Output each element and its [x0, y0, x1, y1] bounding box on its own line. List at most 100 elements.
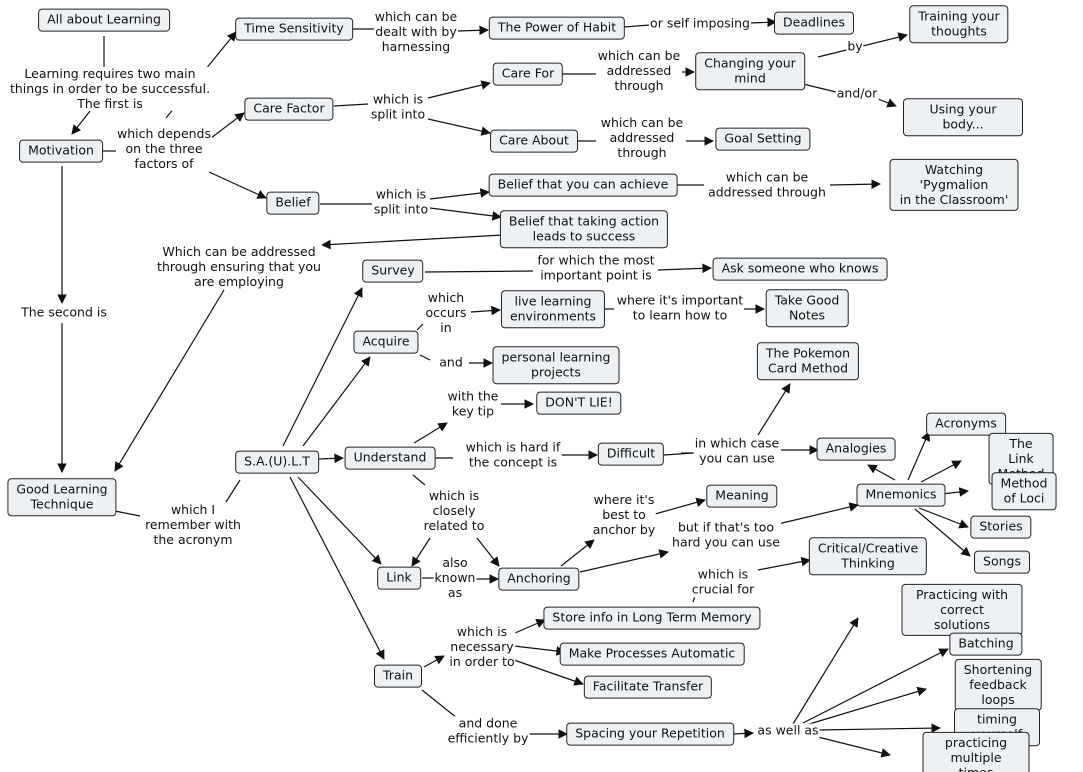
- connector-line: [623, 24, 651, 28]
- concept-make-automatic[interactable]: Make Processes Automatic: [559, 642, 745, 666]
- connector-line: [416, 323, 424, 331]
- concept-method-of-loci[interactable]: Method of Loci: [991, 472, 1057, 510]
- connector-line: [514, 619, 546, 634]
- concept-time-sensitivity[interactable]: Time Sensitivity: [235, 17, 353, 41]
- concept-spacing-repetition[interactable]: Spacing your Repetition: [566, 722, 734, 746]
- link-addressed-through-3: which can be addressed through: [707, 169, 827, 200]
- concept-batching[interactable]: Batching: [949, 632, 1023, 656]
- concept-changing-mind[interactable]: Changing your mind: [695, 52, 805, 90]
- connector-line: [817, 723, 941, 733]
- concept-mnemonics[interactable]: Mnemonics: [856, 483, 946, 507]
- concept-critical-thinking[interactable]: Critical/Creative Thinking: [808, 537, 928, 575]
- concept-salult[interactable]: S.A.(U).L.T: [235, 450, 319, 474]
- connector-line: [317, 453, 344, 464]
- concept-store-info[interactable]: Store info in Long Term Memory: [543, 606, 761, 630]
- connector-line: [419, 354, 431, 361]
- concept-analogies[interactable]: Analogies: [816, 437, 896, 461]
- connector-line: [114, 510, 141, 517]
- link-and-or: and/or: [835, 85, 879, 102]
- link-by: by: [846, 38, 864, 55]
- concept-acquire[interactable]: Acquire: [353, 330, 419, 354]
- concept-good-learning-technique[interactable]: Good Learning Technique: [7, 478, 117, 516]
- concept-difficult[interactable]: Difficult: [597, 442, 665, 466]
- connector-line: [427, 80, 491, 99]
- connector-line: [282, 287, 363, 447]
- concept-belief-action[interactable]: Belief that taking action leads to succe…: [499, 210, 669, 248]
- concept-dont-lie[interactable]: DON'T LIE!: [536, 391, 622, 415]
- concept-meaning[interactable]: Meaning: [706, 484, 778, 508]
- connector-line: [654, 497, 706, 515]
- link-remember-acronym: which I remember with the acronym: [144, 501, 242, 548]
- concept-anchoring[interactable]: Anchoring: [498, 567, 580, 591]
- concept-watching-pygmalion[interactable]: Watching 'Pygmalion in the Classroom': [889, 158, 1019, 212]
- concept-understand[interactable]: Understand: [344, 446, 436, 470]
- connector-line: [829, 179, 881, 189]
- link-done-efficiently: and done efficiently by: [446, 715, 530, 746]
- concept-facilitate-transfer[interactable]: Facilitate Transfer: [583, 675, 713, 699]
- link-in-which-case: in which case you can use: [693, 435, 781, 466]
- connector-line: [429, 207, 502, 221]
- concept-training-thoughts[interactable]: Training your thoughts: [909, 5, 1009, 43]
- link-occurs-in: which occurs in: [424, 289, 468, 336]
- connector-line: [412, 474, 426, 486]
- concept-power-of-habit[interactable]: The Power of Habit: [488, 16, 626, 40]
- connector-line: [289, 476, 385, 660]
- concept-deadlines[interactable]: Deadlines: [774, 11, 854, 35]
- concept-using-body[interactable]: Using your body...: [903, 98, 1023, 136]
- connector-line: [802, 83, 837, 93]
- connector-line: [424, 270, 534, 273]
- connector-line: [918, 507, 969, 529]
- link-split-into-2: which is split into: [372, 186, 430, 217]
- concept-belief-achieve[interactable]: Belief that you can achieve: [488, 173, 678, 197]
- concept-stories[interactable]: Stories: [970, 515, 1032, 539]
- connector-line: [423, 655, 445, 668]
- concept-survey[interactable]: Survey: [362, 259, 424, 283]
- concept-all-about-learning[interactable]: All about Learning: [38, 8, 170, 32]
- concept-live-learning[interactable]: live learning environments: [500, 290, 606, 328]
- connector-line: [920, 460, 962, 483]
- concept-motivation[interactable]: Motivation: [19, 139, 103, 163]
- connector-line: [579, 549, 669, 573]
- connector-line: [877, 98, 897, 108]
- connector-line: [802, 648, 949, 724]
- link-and: and: [438, 354, 464, 371]
- link-or-self-imposing: or self imposing: [649, 15, 751, 32]
- link-as-well-as: as well as: [756, 722, 820, 739]
- link-ensuring-employing: Which can be addressed through ensuring …: [156, 243, 322, 290]
- connector-line: [457, 25, 489, 36]
- link-requires-two: Learning requires two main things in ord…: [8, 65, 212, 112]
- link-depends-three: which depends on the three factors of: [115, 125, 213, 172]
- connector-line: [560, 539, 595, 567]
- connector-line: [210, 112, 245, 139]
- connector-line: [333, 103, 369, 107]
- concept-songs[interactable]: Songs: [974, 550, 1030, 574]
- connector-line: [71, 110, 91, 135]
- connector-line: [421, 689, 458, 719]
- concept-ask-someone[interactable]: Ask someone who knows: [712, 257, 888, 281]
- concept-care-about[interactable]: Care About: [490, 129, 578, 153]
- link-also-known: also known as: [433, 554, 477, 601]
- concept-practicing-correct[interactable]: Practicing with correct solutions: [901, 583, 1023, 637]
- link-closely-related: which is closely related to: [422, 487, 486, 534]
- connector-line: [732, 728, 754, 739]
- concept-take-notes[interactable]: Take Good Notes: [765, 289, 849, 327]
- concept-pokemon-card[interactable]: The Pokemon Card Method: [756, 342, 860, 380]
- concept-belief[interactable]: Belief: [266, 191, 320, 215]
- connector-line: [657, 263, 712, 274]
- connector-line: [297, 476, 382, 565]
- link-best-anchor: where it's best to anchor by: [591, 491, 657, 538]
- concept-goal-setting[interactable]: Goal Setting: [715, 127, 811, 151]
- concept-shortening-feedback[interactable]: Shortening feedback loops: [954, 658, 1042, 712]
- concept-care-for[interactable]: Care For: [492, 62, 564, 86]
- link-hard-if: which is hard if the concept is: [464, 439, 562, 470]
- concept-acronyms[interactable]: Acronyms: [926, 412, 1006, 436]
- connector-line: [225, 479, 241, 503]
- concept-care-factor[interactable]: Care Factor: [244, 97, 334, 121]
- concept-link[interactable]: Link: [377, 566, 421, 590]
- link-too-hard: but if that's too hard you can use: [671, 519, 781, 550]
- concept-personal-projects[interactable]: personal learning projects: [492, 346, 620, 384]
- concept-practicing-multiple[interactable]: practicing multiple times: [922, 731, 1030, 772]
- concept-train[interactable]: Train: [374, 664, 422, 688]
